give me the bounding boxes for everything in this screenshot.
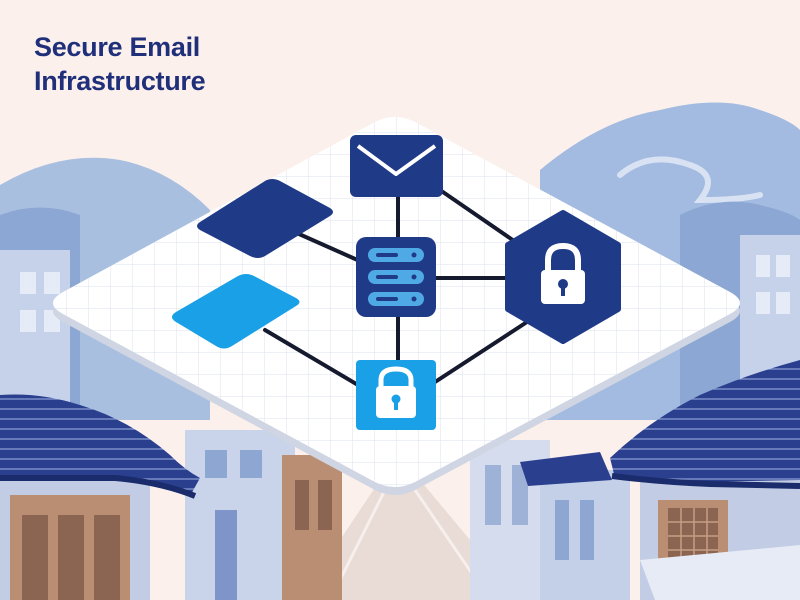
edge-lockbox-lock xyxy=(433,318,532,384)
hanok-wall-front xyxy=(640,545,800,600)
window xyxy=(756,255,770,277)
lock-square-node xyxy=(356,360,436,430)
envelope-flap xyxy=(356,144,437,176)
window xyxy=(512,465,528,525)
window xyxy=(20,310,36,332)
server-slot xyxy=(376,275,398,279)
window xyxy=(555,500,569,560)
street-road xyxy=(300,480,520,600)
dark-rhombus-node xyxy=(197,179,333,258)
lattice-lines xyxy=(668,508,718,564)
padlock-shackle xyxy=(378,366,414,388)
mountain-river xyxy=(617,156,763,204)
keyhole xyxy=(391,394,401,404)
lock-hexagon-node xyxy=(505,210,621,344)
hanok-door xyxy=(94,515,120,600)
server-slot xyxy=(376,297,398,301)
email-node xyxy=(350,135,443,197)
title-line-1: Secure Email xyxy=(34,32,200,62)
hanok-door xyxy=(22,515,48,600)
edge-rhombus-server xyxy=(288,228,364,264)
window xyxy=(205,450,227,478)
edge-rhombus-lockbox xyxy=(263,328,360,387)
title-line-2: Infrastructure xyxy=(34,66,206,96)
hanok-roof-edge xyxy=(611,473,800,489)
window xyxy=(240,450,262,478)
window xyxy=(756,292,770,314)
window xyxy=(295,480,309,530)
hanok-roof xyxy=(610,360,800,482)
window xyxy=(776,292,790,314)
server-led xyxy=(411,296,417,302)
hanok-door xyxy=(58,515,84,600)
wooden-building xyxy=(282,455,342,600)
hanok-roof xyxy=(0,394,200,496)
awning xyxy=(520,452,612,486)
window xyxy=(20,272,36,294)
window xyxy=(776,255,790,277)
keyhole xyxy=(558,279,568,289)
light-rhombus-node xyxy=(172,274,300,349)
left-buildings xyxy=(185,430,342,600)
window xyxy=(485,465,501,525)
server-node xyxy=(356,237,436,317)
window xyxy=(580,500,594,560)
hanok-roof-edge xyxy=(0,475,197,499)
keyhole-slot xyxy=(394,401,398,410)
envelope-icon xyxy=(350,135,443,197)
window xyxy=(318,480,332,530)
server-led xyxy=(411,274,417,280)
hanok-right xyxy=(610,360,800,600)
page-title: Secure Email Infrastructure xyxy=(34,30,206,98)
server-slot xyxy=(376,253,398,257)
window xyxy=(44,272,60,294)
server-led xyxy=(411,252,417,258)
right-buildings xyxy=(470,440,630,600)
door xyxy=(215,510,237,600)
edge-email-lock xyxy=(438,188,522,247)
network-platform xyxy=(53,117,740,495)
padlock-shackle xyxy=(545,242,581,272)
keyhole-slot xyxy=(561,286,565,296)
hanok-left xyxy=(0,394,200,600)
